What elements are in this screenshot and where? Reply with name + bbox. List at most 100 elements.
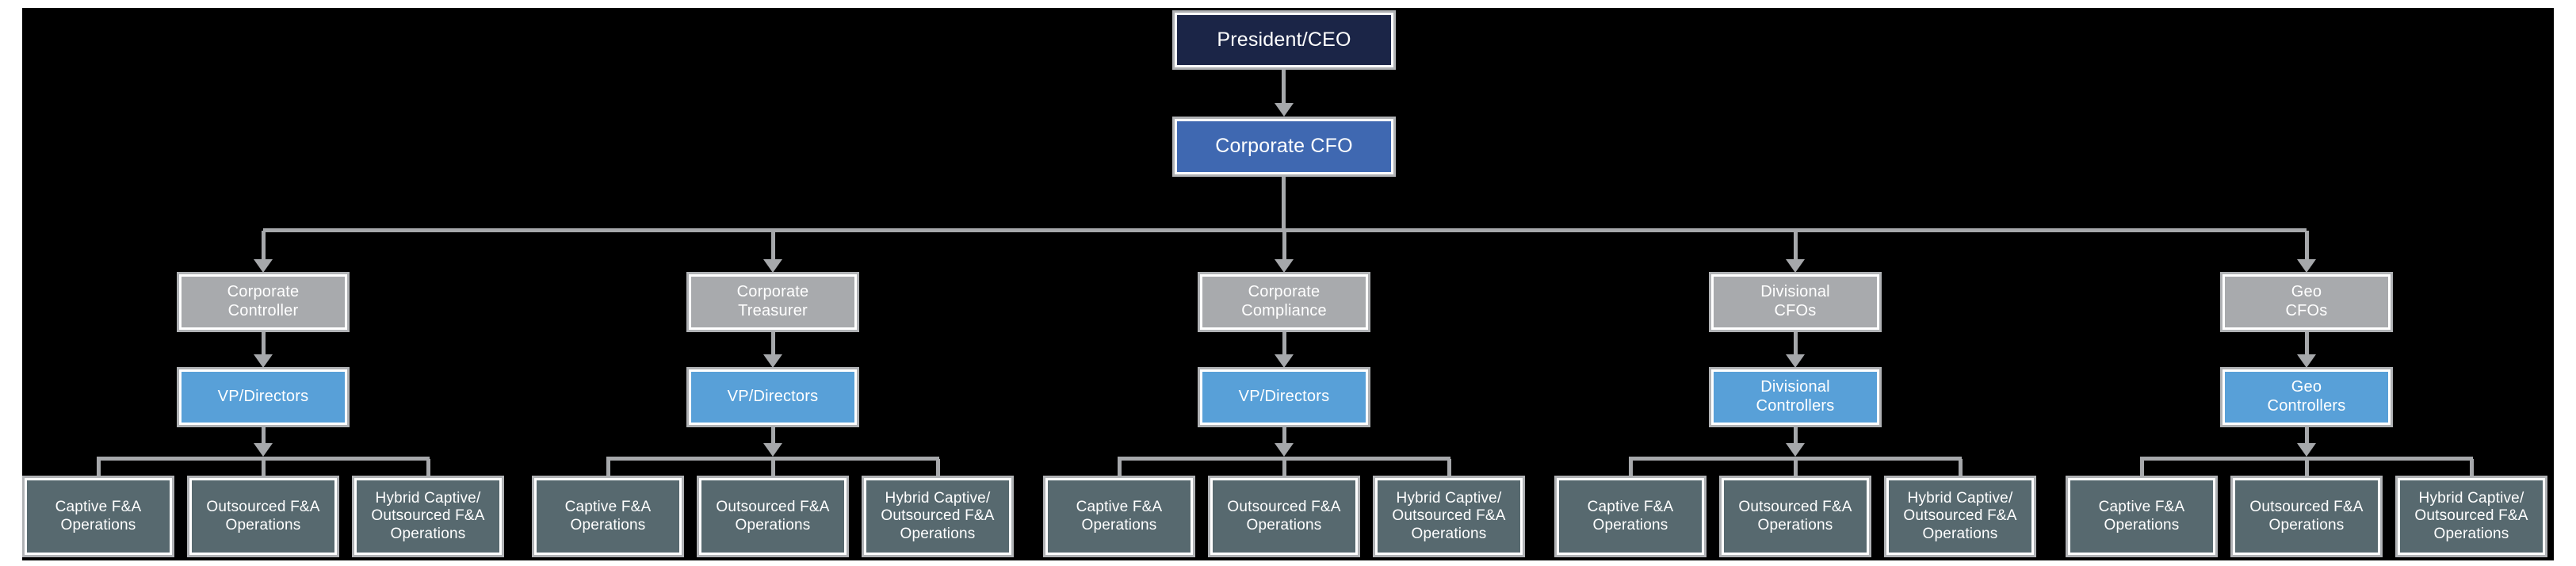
branch-1-head-box-label: Corporate Treasurer bbox=[736, 283, 809, 319]
branch-2-leaf-0-box: Captive F&A Operations bbox=[1043, 476, 1195, 557]
branch-4-leaf-2-box: Hybrid Captive/ Outsourced F&A Operation… bbox=[2395, 476, 2547, 557]
connector-branch-3-drop-line bbox=[1794, 231, 1798, 261]
branch-3-mid-box: Divisional Controllers bbox=[1709, 367, 1882, 427]
president-ceo-label: President/CEO bbox=[1217, 28, 1351, 51]
connector-branch-0-head-mid-line bbox=[262, 332, 266, 356]
branch-3-leaf-0-box: Captive F&A Operations bbox=[1554, 476, 1707, 557]
connector-branch-3-child-0-drop-line bbox=[1629, 459, 1633, 476]
connector-branch-2-child-1-drop-line bbox=[1282, 459, 1286, 476]
branch-2-leaf-1-box: Outsourced F&A Operations bbox=[1208, 476, 1360, 557]
branch-4-leaf-1-box: Outsourced F&A Operations bbox=[2230, 476, 2383, 557]
connector-branch-1-mid-rail-line bbox=[771, 427, 775, 445]
connector-branch-4-head-mid-arrowhead-icon bbox=[2297, 354, 2316, 368]
branch-1-leaf-0-box-label: Captive F&A Operations bbox=[564, 499, 652, 533]
connector-branch-0-child-0-drop-line bbox=[97, 459, 101, 476]
connector-branch-1-child-0-drop-line bbox=[606, 459, 610, 476]
branch-0-mid-box: VP/Directors bbox=[177, 367, 350, 427]
connector-branch-4-child-1-drop-line bbox=[2305, 459, 2309, 476]
branch-1-leaf-1-box: Outsourced F&A Operations bbox=[697, 476, 849, 557]
connector-branch-0-child-2-drop-line bbox=[426, 459, 430, 476]
branch-2-head-box-label: Corporate Compliance bbox=[1241, 283, 1327, 319]
branch-4-leaf-1-box-label: Outsourced F&A Operations bbox=[2249, 499, 2364, 533]
connector-branch-0-child-1-drop-line bbox=[262, 459, 266, 476]
connector-branch-0-head-mid-arrowhead-icon bbox=[254, 354, 273, 368]
connector-branch-2-child-0-drop-line bbox=[1118, 459, 1122, 476]
branch-4-leaf-0-box: Captive F&A Operations bbox=[2066, 476, 2218, 557]
connector-main-horizontal-line bbox=[263, 228, 2307, 232]
connector-branch-4-head-mid-line bbox=[2305, 332, 2309, 356]
branch-2-head-box: Corporate Compliance bbox=[1198, 272, 1370, 332]
branch-4-head-box: Geo CFOs bbox=[2220, 272, 2393, 332]
connector-branch-4-arrowhead-icon bbox=[2297, 259, 2316, 273]
branch-2-leaf-2-box: Hybrid Captive/ Outsourced F&A Operation… bbox=[1373, 476, 1525, 557]
connector-branch-0-mid-rail-line bbox=[262, 427, 266, 445]
connector-branch-3-child-2-drop-line bbox=[1959, 459, 1963, 476]
branch-0-head-box-label: Corporate Controller bbox=[227, 283, 300, 319]
branch-2-leaf-0-box-label: Captive F&A Operations bbox=[1076, 499, 1163, 533]
connector-branch-1-child-1-drop-line bbox=[771, 459, 775, 476]
connector-branch-0-mid-rail-arrowhead-icon bbox=[254, 443, 273, 457]
connector-cfo-stem-line bbox=[1282, 177, 1286, 230]
connector-branch-2-child-2-drop-line bbox=[1447, 459, 1451, 476]
branch-1-leaf-2-box-label: Hybrid Captive/ Outsourced F&A Operation… bbox=[881, 489, 995, 542]
branch-2-mid-box-label: VP/Directors bbox=[1238, 388, 1330, 406]
connector-branch-2-drop-line bbox=[1282, 231, 1286, 261]
branch-3-head-box-label: Divisional CFOs bbox=[1760, 283, 1830, 319]
branch-0-mid-box-label: VP/Directors bbox=[217, 388, 309, 406]
branch-3-mid-box-label: Divisional Controllers bbox=[1756, 378, 1835, 415]
connector-branch-4-mid-rail-arrowhead-icon bbox=[2297, 443, 2316, 457]
branch-3-leaf-1-box-label: Outsourced F&A Operations bbox=[1738, 499, 1852, 533]
branch-1-leaf-0-box: Captive F&A Operations bbox=[532, 476, 684, 557]
branch-3-leaf-2-box: Hybrid Captive/ Outsourced F&A Operation… bbox=[1884, 476, 2036, 557]
connector-branch-4-drop-line bbox=[2305, 231, 2309, 261]
connector-branch-4-child-0-drop-line bbox=[2140, 459, 2144, 476]
branch-3-head-box: Divisional CFOs bbox=[1709, 272, 1882, 332]
connector-branch-3-arrowhead-icon bbox=[1786, 259, 1805, 273]
branch-0-leaf-2-box: Hybrid Captive/ Outsourced F&A Operation… bbox=[352, 476, 504, 557]
connector-root-to-cfo-arrowhead-icon bbox=[1275, 103, 1294, 117]
connector-branch-3-children-rail-line bbox=[1629, 457, 1962, 461]
connector-branch-2-children-rail-line bbox=[1118, 457, 1450, 461]
corporate-cfo-box: Corporate CFO bbox=[1172, 117, 1396, 177]
connector-branch-0-children-rail-line bbox=[97, 457, 430, 461]
connector-branch-4-mid-rail-line bbox=[2305, 427, 2309, 445]
branch-3-leaf-0-box-label: Captive F&A Operations bbox=[1587, 499, 1674, 533]
branch-4-head-box-label: Geo CFOs bbox=[2285, 283, 2328, 319]
connector-branch-0-arrowhead-icon bbox=[254, 259, 273, 273]
connector-branch-2-mid-rail-arrowhead-icon bbox=[1275, 443, 1294, 457]
branch-0-head-box: Corporate Controller bbox=[177, 272, 350, 332]
connector-branch-3-mid-rail-arrowhead-icon bbox=[1786, 443, 1805, 457]
connector-branch-3-head-mid-arrowhead-icon bbox=[1786, 354, 1805, 368]
connector-branch-1-child-2-drop-line bbox=[936, 459, 940, 476]
branch-0-leaf-0-box-label: Captive F&A Operations bbox=[55, 499, 142, 533]
connector-branch-4-children-rail-line bbox=[2140, 457, 2473, 461]
branch-2-leaf-2-box-label: Hybrid Captive/ Outsourced F&A Operation… bbox=[1392, 489, 1506, 542]
branch-4-leaf-2-box-label: Hybrid Captive/ Outsourced F&A Operation… bbox=[2414, 489, 2528, 542]
branch-2-leaf-1-box-label: Outsourced F&A Operations bbox=[1227, 499, 1341, 533]
branch-1-mid-box-label: VP/Directors bbox=[727, 388, 819, 406]
branch-0-leaf-0-box: Captive F&A Operations bbox=[22, 476, 174, 557]
branch-3-leaf-2-box-label: Hybrid Captive/ Outsourced F&A Operation… bbox=[1903, 489, 2017, 542]
president-ceo-box: President/CEO bbox=[1172, 10, 1396, 70]
branch-2-mid-box: VP/Directors bbox=[1198, 367, 1370, 427]
branch-1-leaf-2-box: Hybrid Captive/ Outsourced F&A Operation… bbox=[862, 476, 1014, 557]
connector-branch-1-head-mid-arrowhead-icon bbox=[763, 354, 782, 368]
connector-branch-1-children-rail-line bbox=[606, 457, 939, 461]
connector-branch-1-head-mid-line bbox=[771, 332, 775, 356]
connector-branch-1-mid-rail-arrowhead-icon bbox=[763, 443, 782, 457]
branch-0-leaf-2-box-label: Hybrid Captive/ Outsourced F&A Operation… bbox=[371, 489, 485, 542]
branch-1-mid-box: VP/Directors bbox=[686, 367, 859, 427]
connector-branch-2-head-mid-line bbox=[1282, 332, 1286, 356]
connector-branch-1-drop-line bbox=[771, 231, 775, 261]
branch-4-mid-box: Geo Controllers bbox=[2220, 367, 2393, 427]
branch-1-leaf-1-box-label: Outsourced F&A Operations bbox=[716, 499, 830, 533]
corporate-cfo-label: Corporate CFO bbox=[1215, 135, 1353, 158]
branch-3-leaf-1-box: Outsourced F&A Operations bbox=[1719, 476, 1871, 557]
connector-branch-2-mid-rail-line bbox=[1282, 427, 1286, 445]
connector-branch-4-child-2-drop-line bbox=[2470, 459, 2474, 476]
branch-0-leaf-1-box-label: Outsourced F&A Operations bbox=[206, 499, 320, 533]
connector-root-to-cfo-line bbox=[1282, 70, 1286, 105]
connector-branch-3-head-mid-line bbox=[1794, 332, 1798, 356]
branch-0-leaf-1-box: Outsourced F&A Operations bbox=[187, 476, 339, 557]
